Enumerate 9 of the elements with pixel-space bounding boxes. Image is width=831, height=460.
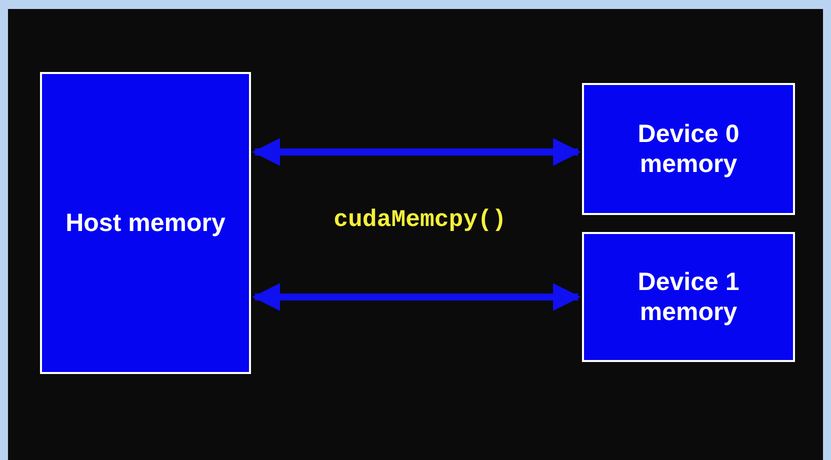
box-label: Device 1 memory [636,267,740,327]
memory-box [582,232,795,362]
double-arrow [252,283,581,311]
double-arrow [252,138,581,166]
memory-box [40,72,251,374]
box-label: Host memory [66,208,226,238]
box-label: Device 0 memory [636,119,740,179]
function-name: cudaMemcpy() [332,206,508,236]
memory-box [582,83,795,215]
